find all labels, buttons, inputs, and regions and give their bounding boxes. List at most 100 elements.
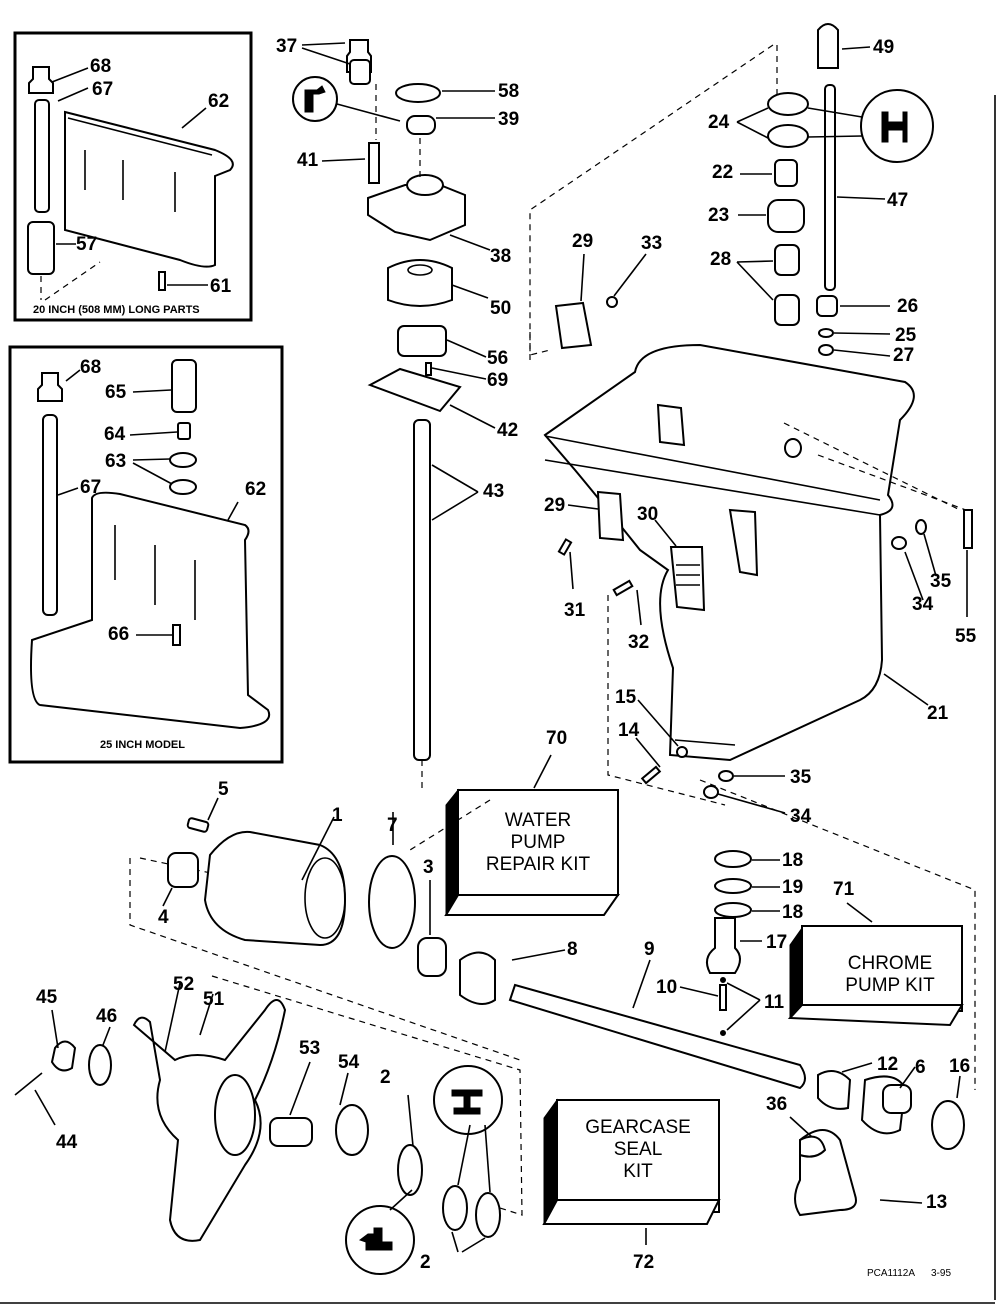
- callout-8: 8: [567, 939, 578, 960]
- gearcase-plate-recess: [656, 403, 686, 447]
- part-8-gear: [459, 951, 496, 1005]
- kit-71-front: [801, 925, 963, 1012]
- callout-47: 47: [887, 190, 909, 211]
- part-16-seal: [931, 1100, 965, 1150]
- callout-2-lower: 2: [420, 1252, 431, 1273]
- part-46-washer: [88, 1044, 112, 1086]
- kit-71-line-2: PUMP KIT: [845, 975, 935, 996]
- callout-66: 66: [108, 624, 130, 645]
- callout-11: 11: [764, 992, 785, 1013]
- callout-26: 26: [897, 296, 919, 317]
- kit-71-label: CHROME PUMP KIT: [820, 953, 960, 997]
- lower-dashed-box-left: [129, 858, 521, 1061]
- part-17-pinion: [705, 917, 741, 974]
- callout-62b: 62: [245, 479, 267, 500]
- callout-41: 41: [297, 150, 319, 171]
- part-2-bearing-a: [442, 1185, 468, 1231]
- callout-12: 12: [877, 1054, 899, 1075]
- inset-25in-drawing: [30, 359, 271, 730]
- callout-36: 36: [766, 1094, 788, 1115]
- part-47-shift-rod: [824, 84, 836, 291]
- bearing-orientation-icon: [881, 111, 908, 143]
- part-11-ball-b: [720, 1030, 726, 1036]
- inset-20in-frame: [13, 31, 253, 322]
- part-1-bearing-housing: [203, 830, 347, 947]
- part-37-fitting-b: [349, 59, 371, 85]
- callout-32: 32: [628, 632, 650, 653]
- callout-33: 33: [641, 233, 663, 254]
- callout-72: 72: [633, 1252, 655, 1273]
- kit-71-box: [787, 902, 964, 1027]
- callout-17: 17: [766, 932, 788, 953]
- callout-29-upper: 29: [572, 231, 594, 252]
- part-27-washer: [818, 344, 834, 356]
- part-7-o-ring: [368, 855, 416, 949]
- part-26-bushing: [816, 295, 838, 317]
- part-25-washer: [818, 328, 834, 338]
- callout-16: 16: [949, 1056, 971, 1077]
- callout-58: 58: [498, 81, 520, 102]
- callout-55: 55: [955, 626, 977, 647]
- part-44-cotter-pin: [14, 1072, 43, 1096]
- kit-70-line-3: REPAIR KIT: [485, 854, 591, 875]
- callout-35-lower: 35: [790, 767, 812, 788]
- callout-6: 6: [915, 1057, 926, 1078]
- kit-70-label: WATER PUMP REPAIR KIT: [458, 810, 618, 876]
- callout-24: 24: [708, 112, 730, 133]
- callout-22: 22: [712, 162, 734, 183]
- part-14-screw: [640, 765, 662, 785]
- part-55-screw: [963, 509, 973, 549]
- part-12-clutch-dog: [817, 1070, 852, 1110]
- callout-4: 4: [158, 907, 169, 928]
- part-28-bushing-a: [774, 244, 800, 276]
- part-30-trim-tab: [669, 546, 706, 612]
- seal-lip-orientation-icon: [304, 85, 326, 113]
- callout-38: 38: [490, 246, 512, 267]
- callout-63: 63: [105, 451, 127, 472]
- callout-35-upper: 35: [930, 571, 952, 592]
- callout-29-lower: 29: [544, 495, 566, 516]
- part-28-bushing-b: [774, 294, 800, 326]
- part-34-plug-upper: [891, 536, 907, 550]
- part-23-seal: [767, 199, 805, 233]
- part-67b-tube: [42, 414, 58, 616]
- part-56-impeller: [397, 325, 447, 357]
- part-67-tube: [34, 99, 50, 213]
- inset-20in-caption: 20 INCH (508 MM) LONG PARTS: [33, 304, 200, 316]
- callout-30: 30: [637, 504, 659, 525]
- part-61-screw: [158, 271, 166, 291]
- part-24-bearing-a: [767, 92, 809, 116]
- part-3-bearing: [417, 937, 447, 977]
- callout-51: 51: [203, 989, 225, 1010]
- callout-70: 70: [546, 728, 568, 749]
- part-53-spacer: [269, 1117, 313, 1147]
- part-63-grommet-b: [169, 479, 197, 495]
- part-9-propeller-shaft: [508, 983, 806, 1090]
- callout-57: 57: [76, 234, 98, 255]
- kit-70-box: [444, 754, 620, 917]
- propeller-drawing: [132, 982, 287, 1242]
- part-64-bushing: [177, 422, 191, 440]
- kit-72-box: [542, 1098, 721, 1245]
- part-33-nut: [606, 296, 618, 308]
- part-22-bushing: [774, 159, 798, 187]
- kit-70-line-2: PUMP: [510, 832, 566, 853]
- callout-67b: 67: [80, 477, 102, 498]
- inset-25in-frame: [8, 345, 284, 764]
- kit-72-front: [556, 1099, 720, 1213]
- kit-72-line-3: KIT: [623, 1161, 653, 1182]
- part-18-washer-b: [714, 902, 752, 918]
- callout-65: 65: [105, 382, 127, 403]
- callout-56: 56: [487, 348, 509, 369]
- seal-symbol-circle: [292, 76, 338, 122]
- part-45-nut: [50, 1040, 77, 1072]
- callout-7: 7: [387, 815, 398, 836]
- drawing-date: 3-95: [931, 1268, 952, 1279]
- part-43-driveshaft: [413, 419, 431, 761]
- callout-28: 28: [710, 249, 732, 270]
- callout-37: 37: [276, 36, 298, 57]
- callout-14: 14: [618, 720, 640, 741]
- callout-42: 42: [497, 420, 519, 441]
- callout-52: 52: [173, 974, 195, 995]
